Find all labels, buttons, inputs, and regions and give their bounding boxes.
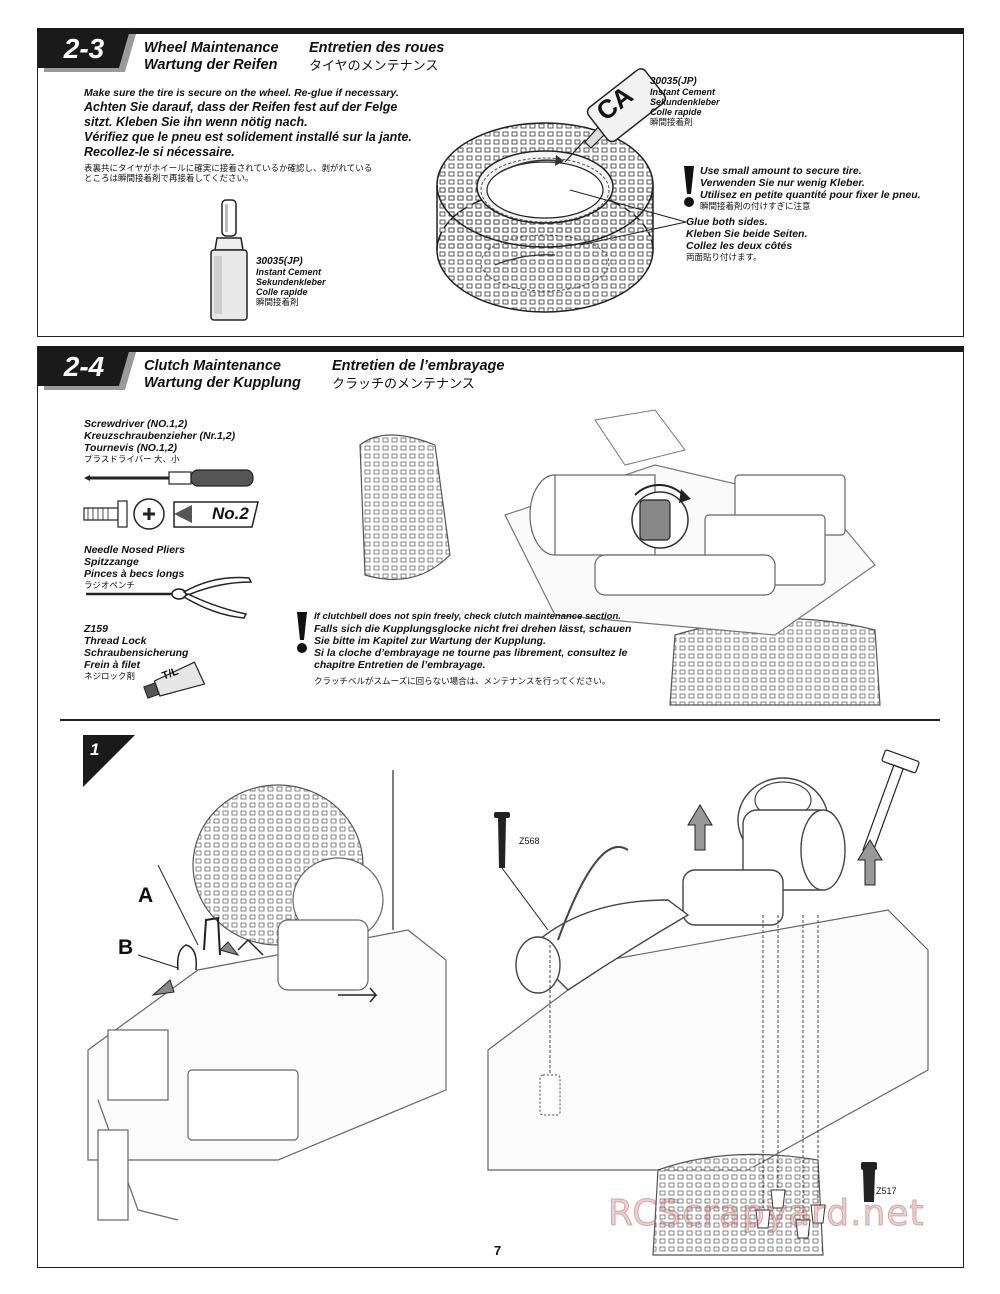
instruction-jp-1: 表裏共にタイヤがホイールに確実に接着されているか確認し、剥がれている — [84, 163, 373, 173]
step-2-4-badge: 2-4 — [38, 348, 130, 386]
tool-threadlock-label: Z159 Thread Lock Schraubensicherung Frei… — [84, 623, 188, 681]
threadlock-tube-icon — [143, 661, 206, 699]
glue-en: Glue both sides. — [686, 216, 768, 228]
glue-fr: Collez les deux côtés — [686, 240, 793, 252]
instruction-fr-2: Recollez-le si nécessaire. — [84, 145, 235, 159]
glue-both-sides: Glue both sides. Kleben Sie beide Seiten… — [686, 216, 807, 262]
title-2-3-de: Wartung der Reifen — [144, 57, 278, 73]
warn-2-3-de: Verwenden Sie nur wenig Kleber. — [700, 177, 865, 189]
warning-2-4: If clutchbell does not spin freely, chec… — [314, 610, 631, 686]
bottle-en: Instant Cement — [256, 267, 322, 277]
tool3-de: Schraubensicherung — [84, 647, 189, 659]
glue-leader-lines — [569, 189, 687, 246]
title-2-3-jp: タイヤのメンテナンス — [309, 58, 439, 73]
instruction-en: Make sure the tire is secure on the whee… — [84, 87, 399, 99]
warn-2-4-en: If clutchbell does not spin freely, chec… — [314, 611, 621, 622]
tool1-jp: プラスドライバー 大、小 — [84, 454, 180, 464]
bottle-de: Sekundenkleber — [256, 277, 326, 287]
title-2-3-fr: Entretien des roues — [309, 40, 445, 56]
warn-2-3-en: Use small amount to secure tire. — [700, 165, 862, 177]
screw-label-z568: Z568 — [519, 836, 540, 846]
warning-icon — [297, 612, 307, 653]
screwdriver-icon — [84, 469, 254, 487]
instruction-de-1: Achten Sie darauf, dass der Reifen fest … — [84, 100, 398, 114]
tool2-fr: Pinces à becs longs — [84, 568, 185, 580]
warn-2-3-fr: Utilisez en petite quantité pour fixer l… — [700, 189, 921, 201]
title-2-4-de: Wartung der Kupplung — [144, 375, 301, 391]
screwdriver-size: No.2 — [212, 504, 249, 523]
car-illustration-left — [87, 770, 447, 1221]
warn-2-4-de-2: Sie bitte im Kapitel zur Wartung der Kup… — [314, 635, 546, 647]
title-2-4-jp: クラッチのメンテナンス — [332, 376, 475, 391]
ca-en: Instant Cement — [650, 87, 716, 97]
step-1-badge — [83, 735, 135, 787]
tool1-fr: Tournevis (NO.1,2) — [84, 442, 177, 454]
screw-phillips-icon — [83, 498, 259, 530]
bottle-fr: Colle rapide — [256, 287, 308, 297]
tool2-de: Spitzzange — [84, 556, 139, 568]
glue-jp: 両面貼り付けます。 — [686, 252, 762, 262]
ca-fr: Colle rapide — [650, 107, 702, 117]
glue-de: Kleben Sie beide Seiten. — [686, 228, 808, 240]
warning-icon — [684, 166, 694, 207]
title-2-3-en: Wheel Maintenance — [144, 40, 279, 56]
clutch-overview-illustration — [359, 409, 881, 706]
bottle-label: 30035(JP) Instant Cement Sekundenkleber … — [256, 256, 326, 308]
step-2-3-badge: 2-3 — [38, 30, 130, 68]
bottle-jp: 瞬間接着剤 — [256, 297, 299, 307]
page-number: 7 — [494, 1243, 502, 1258]
ca-part: 30035(JP) — [650, 76, 697, 87]
title-2-4-fr: Entretien de l’embrayage — [332, 358, 505, 374]
label-b: B — [118, 936, 134, 959]
pliers-icon — [86, 576, 253, 619]
bottle-part: 30035(JP) — [256, 256, 303, 267]
tool-pliers-label: Needle Nosed Pliers Spitzzange Pinces à … — [84, 544, 185, 590]
ca-label: 30035(JP) Instant Cement Sekundenkleber … — [650, 76, 720, 128]
title-2-4-en: Clutch Maintenance — [144, 358, 281, 374]
instruction-de-2: sitzt. Kleben Sie ihn wenn nötig nach. — [84, 115, 308, 129]
warn-2-4-fr-1: Si la cloche d’embrayage ne tourne pas l… — [314, 647, 628, 659]
step-1-number: 1 — [90, 740, 100, 759]
tool2-en: Needle Nosed Pliers — [84, 544, 185, 556]
ca-bottle-illustration — [564, 68, 667, 163]
label-a: A — [138, 884, 154, 907]
warn-2-4-de-1: Falls sich die Kupplungsglocke nicht fre… — [314, 623, 632, 635]
instructions-2-3: Make sure the tire is secure on the whee… — [84, 87, 444, 183]
tool1-de: Kreuzschraubenzieher (Nr.1,2) — [84, 430, 236, 442]
tool3-fr: Frein à filet — [84, 659, 141, 671]
car-illustration-right — [487, 749, 929, 1256]
warning-2-3: Use small amount to secure tire. Verwend… — [700, 165, 921, 211]
instruction-fr-1: Vérifiez que le pneu est solidement inst… — [84, 130, 412, 144]
instruction-jp-2: ところは瞬間接着剤で再接着してください。 — [84, 173, 254, 183]
tool3-jp: ネジロック剤 — [84, 671, 136, 681]
warn-2-4-jp: クラッチベルがスムーズに回らない場合は、メンテナンスを行ってください。 — [314, 676, 611, 686]
ca-jp: 瞬間接着剤 — [650, 117, 693, 127]
tool2-jp: ラジオペンチ — [84, 580, 135, 590]
screw-label-z517: Z517 — [876, 1186, 897, 1196]
tire-illustration — [436, 122, 654, 313]
section-2-3-topbar — [37, 28, 964, 34]
section-divider — [60, 719, 940, 721]
ca-de: Sekundenkleber — [650, 97, 720, 107]
warn-2-3-jp: 瞬間接着剤の付けすぎに注意 — [700, 201, 811, 211]
tool1-en: Screwdriver (NO.1,2) — [84, 418, 188, 430]
warn-2-4-fr-2: chapitre Entretien de l’embrayage. — [314, 659, 486, 671]
watermark: RCScrapyard.net — [608, 1193, 925, 1235]
tool-screwdriver-label: Screwdriver (NO.1,2) Kreuzschraubenziehe… — [84, 418, 235, 464]
glue-bottle-illustration — [210, 199, 248, 321]
section-2-4-topbar — [37, 346, 964, 352]
tool3-part: Z159 — [84, 623, 108, 635]
tool3-en: Thread Lock — [84, 635, 147, 647]
